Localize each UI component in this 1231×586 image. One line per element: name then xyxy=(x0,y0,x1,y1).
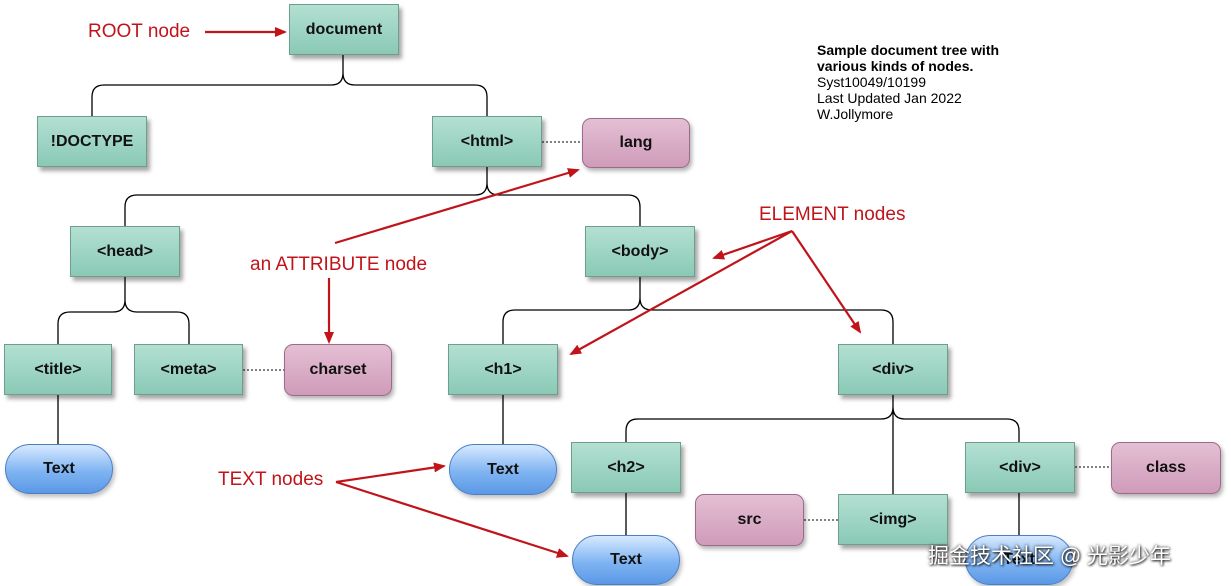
node-document: document xyxy=(289,4,399,55)
node-attr-class: class xyxy=(1111,442,1221,494)
arrow-element-div xyxy=(791,230,862,334)
node-div-outer: <div> xyxy=(838,344,948,395)
node-h1: <h1> xyxy=(448,344,558,395)
arrow-element-h1 xyxy=(569,230,793,355)
node-head: <head> xyxy=(70,226,180,277)
callout-element: ELEMENT nodes xyxy=(759,204,906,225)
node-text-h2: Text xyxy=(572,535,680,585)
watermark: 掘金技术社区 @ 光影少年 xyxy=(928,545,1171,568)
arrow-text-h2 xyxy=(335,480,569,558)
info-block: Sample document tree with various kinds … xyxy=(817,42,999,122)
arrow-text-h1 xyxy=(335,462,446,484)
info-updated: Last Updated Jan 2022 xyxy=(817,90,962,106)
node-h2: <h2> xyxy=(571,442,681,493)
node-div-inner: <div> xyxy=(965,442,1075,493)
node-title: <title> xyxy=(4,344,112,395)
node-text-div: Text xyxy=(965,535,1073,585)
node-text-title: Text xyxy=(5,444,113,494)
arrow-element-body xyxy=(712,229,793,260)
node-img: <img> xyxy=(838,494,948,545)
node-text-h1: Text xyxy=(449,444,557,495)
node-doctype: !DOCTYPE xyxy=(37,116,147,167)
edge-html-children xyxy=(124,167,641,226)
edge-div-children xyxy=(625,395,1020,494)
callout-root: ROOT node xyxy=(88,21,191,42)
info-title-line2: various kinds of nodes. xyxy=(817,58,974,74)
edge-body-children xyxy=(502,277,894,344)
info-title-line1: Sample document tree with xyxy=(817,42,1000,58)
info-course: Syst10049/10199 xyxy=(817,74,926,90)
node-body: <body> xyxy=(585,226,695,277)
arrow-attribute-lang xyxy=(334,168,580,245)
node-meta: <meta> xyxy=(134,344,243,395)
node-attr-charset: charset xyxy=(284,344,392,396)
info-author: W.Jollymore xyxy=(817,106,894,122)
node-attr-src: src xyxy=(695,494,804,546)
callout-text: TEXT nodes xyxy=(218,469,324,490)
edge-head-children xyxy=(57,277,190,344)
node-attr-lang: lang xyxy=(582,118,690,168)
callout-attribute: an ATTRIBUTE node xyxy=(250,254,428,275)
edge-document-children xyxy=(91,55,488,116)
node-html: <html> xyxy=(432,116,542,167)
